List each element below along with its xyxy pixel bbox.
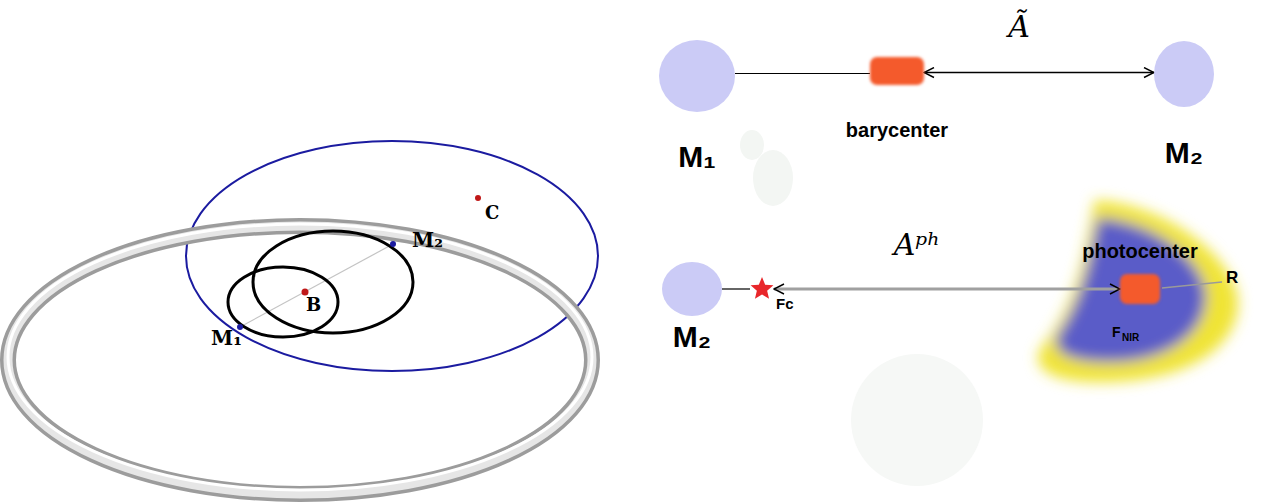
edge-label: Ã [1005, 9, 1033, 44]
mass-circle: M₁ [659, 40, 735, 112]
faint-circle [753, 150, 793, 206]
shape [662, 262, 722, 316]
node-label: photocenter [1082, 240, 1198, 263]
shape [1120, 274, 1160, 304]
faint-circle [740, 130, 764, 160]
node-label: Fc [776, 295, 794, 312]
text-label: M₂ [412, 228, 443, 252]
emission-blob [1038, 200, 1238, 382]
text-label: F [1112, 324, 1121, 340]
text-label: R [1226, 268, 1238, 288]
shape [870, 57, 924, 85]
connector [774, 288, 1120, 291]
node-label: M₁ [678, 140, 715, 174]
orbit-m2 [253, 231, 413, 333]
text-label: M₁ [211, 326, 242, 350]
mass-circle: M₂ [1154, 41, 1214, 107]
shape [750, 277, 774, 301]
mass-circle: M₂ [662, 262, 722, 316]
outer-orbit [186, 141, 598, 371]
mass-point [390, 241, 396, 247]
connector [924, 72, 1154, 73]
text-label: B [306, 294, 321, 315]
barycenter-box: barycenter [870, 57, 924, 85]
leader-line [1162, 282, 1222, 288]
shape [659, 40, 735, 112]
text-label: C [485, 202, 499, 223]
star-marker: Fc [750, 277, 774, 301]
connector [735, 73, 870, 74]
orbit-m1 [228, 267, 338, 337]
connector [722, 288, 750, 289]
node-label: barycenter [846, 119, 948, 142]
node-label: M₂ [1165, 136, 1203, 170]
shape [1154, 41, 1214, 107]
node-label: M₂ [673, 320, 711, 354]
center-point [475, 195, 481, 201]
faint-circle [851, 354, 983, 486]
text-label: NIR [1122, 332, 1139, 343]
ring [8, 224, 592, 494]
photocenter-box: photocenter [1120, 274, 1160, 304]
edge-label: Aᵖʰ [891, 227, 944, 262]
